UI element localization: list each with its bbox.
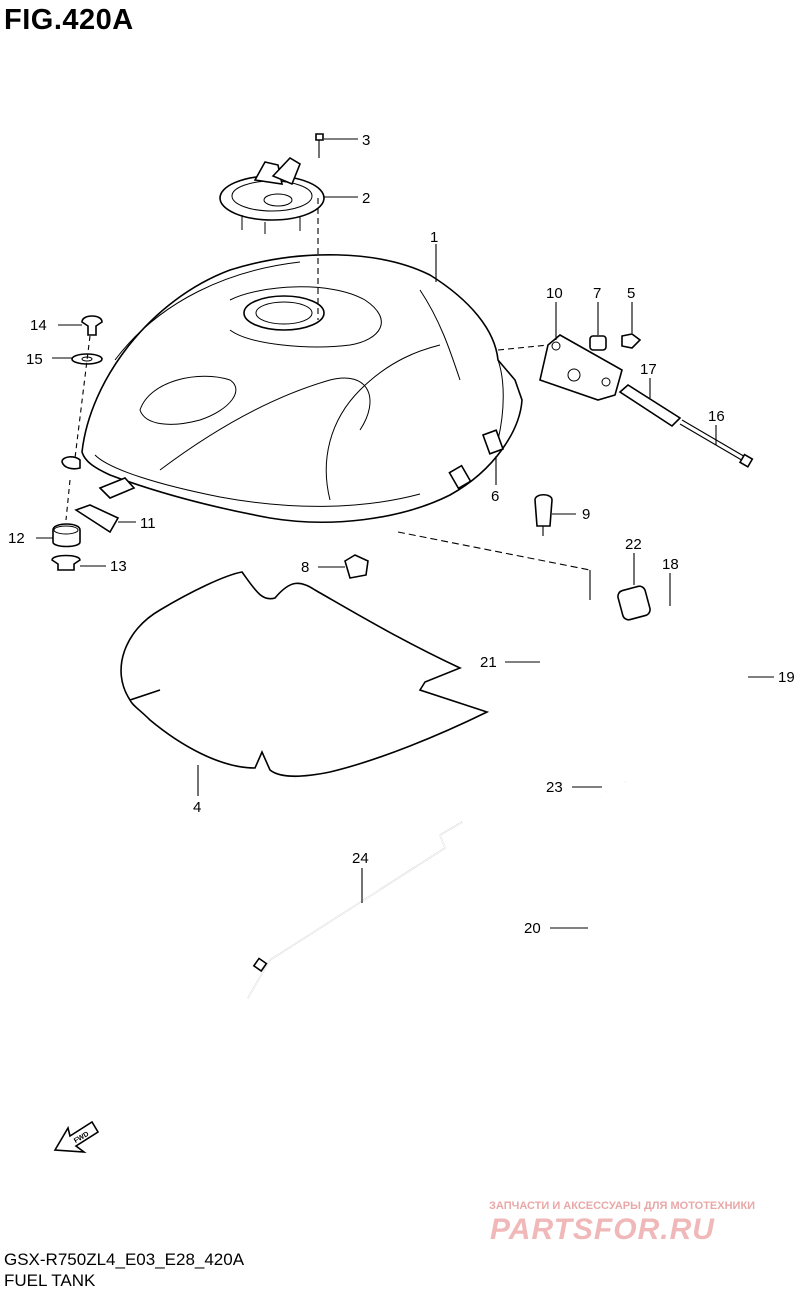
callout-4: 4 bbox=[193, 799, 201, 816]
callout-3: 3 bbox=[362, 132, 370, 149]
callout-6: 6 bbox=[491, 488, 499, 505]
callout-7: 7 bbox=[593, 285, 601, 302]
callout-10: 10 bbox=[546, 285, 563, 302]
callout-14: 14 bbox=[30, 317, 47, 334]
callout-15: 15 bbox=[26, 351, 43, 368]
watermark-tagline: ЗАПЧАСТИ И АКСЕССУАРЫ ДЛЯ МОТОТЕХНИКИ bbox=[489, 1200, 756, 1212]
watermark-logo: PARTSFOR.RU bbox=[490, 1213, 715, 1246]
group-name: FUEL TANK bbox=[4, 1271, 96, 1290]
callout-13: 13 bbox=[110, 558, 127, 575]
callout-21: 21 bbox=[480, 654, 497, 671]
callout-labels: 1 2 3 4 5 6 7 8 9 10 11 12 13 14 15 16 1… bbox=[8, 132, 795, 937]
fuel-tank bbox=[61, 198, 523, 523]
callout-11: 11 bbox=[140, 515, 156, 532]
spacer-and-bolt bbox=[618, 384, 754, 468]
figure-title: FIG.420A bbox=[4, 4, 134, 36]
callout-22: 22 bbox=[625, 536, 642, 553]
callout-8: 8 bbox=[301, 559, 309, 576]
fwd-direction-arrow-icon: FWD bbox=[53, 1120, 100, 1153]
callout-24: 24 bbox=[352, 850, 369, 867]
callout-12: 12 bbox=[8, 530, 25, 547]
callout-23: 23 bbox=[546, 779, 563, 796]
tank-gasket bbox=[120, 571, 490, 778]
model-code: GSX-R750ZL4_E03_E28_420A bbox=[4, 1250, 245, 1269]
callout-9: 9 bbox=[582, 506, 590, 523]
callout-19: 19 bbox=[778, 669, 795, 686]
bracket-assembly bbox=[497, 333, 642, 401]
callout-17: 17 bbox=[640, 361, 657, 378]
callout-5: 5 bbox=[627, 285, 635, 302]
fuel-cap-assembly bbox=[219, 133, 325, 234]
callout-16: 16 bbox=[708, 408, 725, 425]
small-fasteners bbox=[51, 315, 553, 579]
callout-20: 20 bbox=[524, 920, 541, 937]
callout-1: 1 bbox=[430, 229, 438, 246]
callout-18: 18 bbox=[662, 556, 679, 573]
hoses bbox=[247, 531, 748, 1080]
leader-lines bbox=[36, 138, 774, 929]
callout-2: 2 bbox=[362, 190, 370, 207]
